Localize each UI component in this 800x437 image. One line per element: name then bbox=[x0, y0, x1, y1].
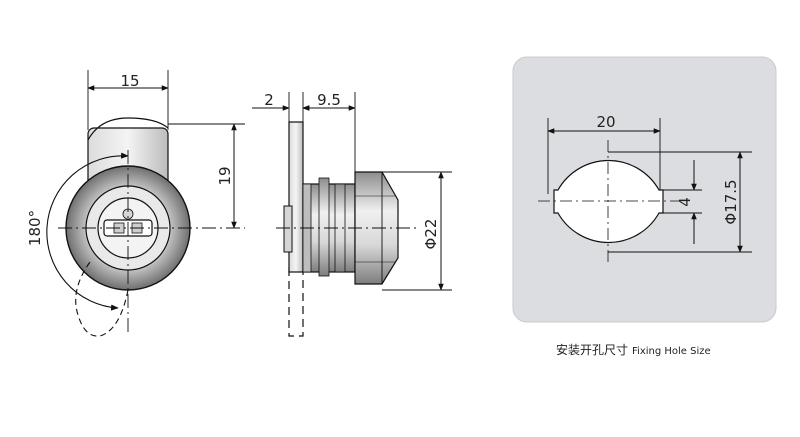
dim-front-width: 15 bbox=[120, 72, 139, 90]
dim-hole-flat: 4 bbox=[676, 197, 694, 207]
side-view: 2 9.5 Φ22 bbox=[252, 91, 452, 337]
dim-body: 9.5 bbox=[317, 91, 341, 109]
fixing-hole-panel: 20 4 Φ17.5 bbox=[512, 56, 777, 323]
caption-en: Fixing Hole Size bbox=[632, 346, 711, 357]
fixing-hole-shape bbox=[553, 159, 664, 244]
dim-side-diameter: Φ22 bbox=[422, 219, 440, 250]
dim-rotation: 180° bbox=[26, 210, 44, 246]
cam-dashed bbox=[288, 267, 304, 337]
dim-flange: 2 bbox=[264, 91, 274, 109]
rotation-arc bbox=[46, 152, 129, 311]
rotation-sweep-path bbox=[75, 261, 129, 337]
dim-hole-diameter: Φ17.5 bbox=[722, 179, 740, 224]
dim-front-height: 19 bbox=[216, 166, 234, 185]
cam-tongue-top bbox=[87, 117, 169, 141]
caption-cn: 安装开孔尺寸 bbox=[556, 343, 629, 357]
dim-hole-width: 20 bbox=[596, 113, 615, 131]
front-view: 15 19 180° bbox=[26, 70, 245, 337]
